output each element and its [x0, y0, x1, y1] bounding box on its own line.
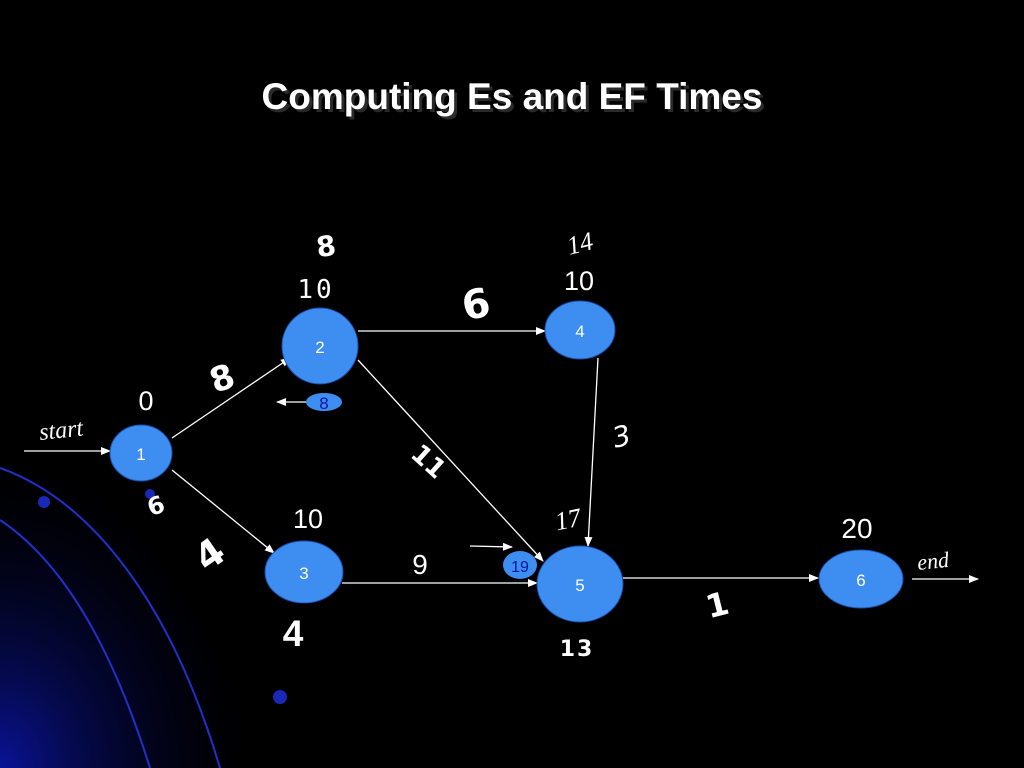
edge-1-3 — [171, 469, 275, 554]
time-label-node4: 10 — [564, 266, 594, 296]
node-label: 1 — [136, 445, 145, 464]
node-4[interactable]: 4 — [544, 300, 616, 360]
duration-label-2-4: 6 — [458, 280, 495, 331]
node-label: 2 — [315, 338, 324, 357]
time-label-node3-bottom: 4 — [283, 613, 304, 654]
time-label-node4-top: 14 — [564, 226, 596, 260]
duration-label-2-5: 11 — [405, 439, 452, 486]
duration-label-4-5: 3 — [609, 418, 634, 454]
node-5[interactable]: 5 — [536, 545, 624, 623]
node-2[interactable]: 2 — [281, 307, 359, 385]
time-label-node1: 0 — [138, 386, 153, 416]
node-label: 3 — [299, 564, 308, 583]
slide-title: Computing Es and EF Times — [261, 76, 763, 117]
time-label-node3: 10 — [293, 504, 323, 534]
time-label-node2: 10 — [297, 275, 334, 305]
edge-1-2 — [171, 357, 291, 439]
bubble-label: 8 — [319, 394, 328, 413]
duration-label-3-5: 9 — [412, 549, 428, 580]
node-1[interactable]: 1 — [109, 424, 173, 482]
node-label: 4 — [575, 322, 584, 341]
end-label: end — [916, 547, 951, 575]
edge-2-5 — [357, 359, 544, 562]
time-label-node5-top: 17 — [552, 502, 584, 536]
time-label-edge-1-3: 6 — [143, 490, 168, 522]
time-label-node2-top: 8 — [314, 229, 338, 264]
node-3[interactable]: 3 — [264, 540, 344, 604]
time-label-node5-bottom: 13 — [560, 637, 595, 662]
node-label: 6 — [856, 571, 865, 590]
duration-label-1-3: 4 — [186, 529, 233, 580]
decorative-swoosh — [0, 440, 287, 768]
node-label: 5 — [575, 576, 584, 595]
node-6[interactable]: 6 — [818, 549, 904, 609]
time-label-node6: 20 — [841, 513, 872, 544]
edge-4-5 — [584, 357, 599, 547]
bubble-label: 19 — [511, 559, 529, 576]
pointer-arrow-node5 — [469, 542, 513, 551]
start-label: start — [38, 415, 86, 446]
bubble-node5-es: 19 — [503, 551, 537, 579]
bubble-node2-duration: 8 — [306, 393, 342, 413]
duration-label-5-6: 1 — [702, 584, 733, 626]
duration-label-1-2: 8 — [204, 356, 240, 402]
